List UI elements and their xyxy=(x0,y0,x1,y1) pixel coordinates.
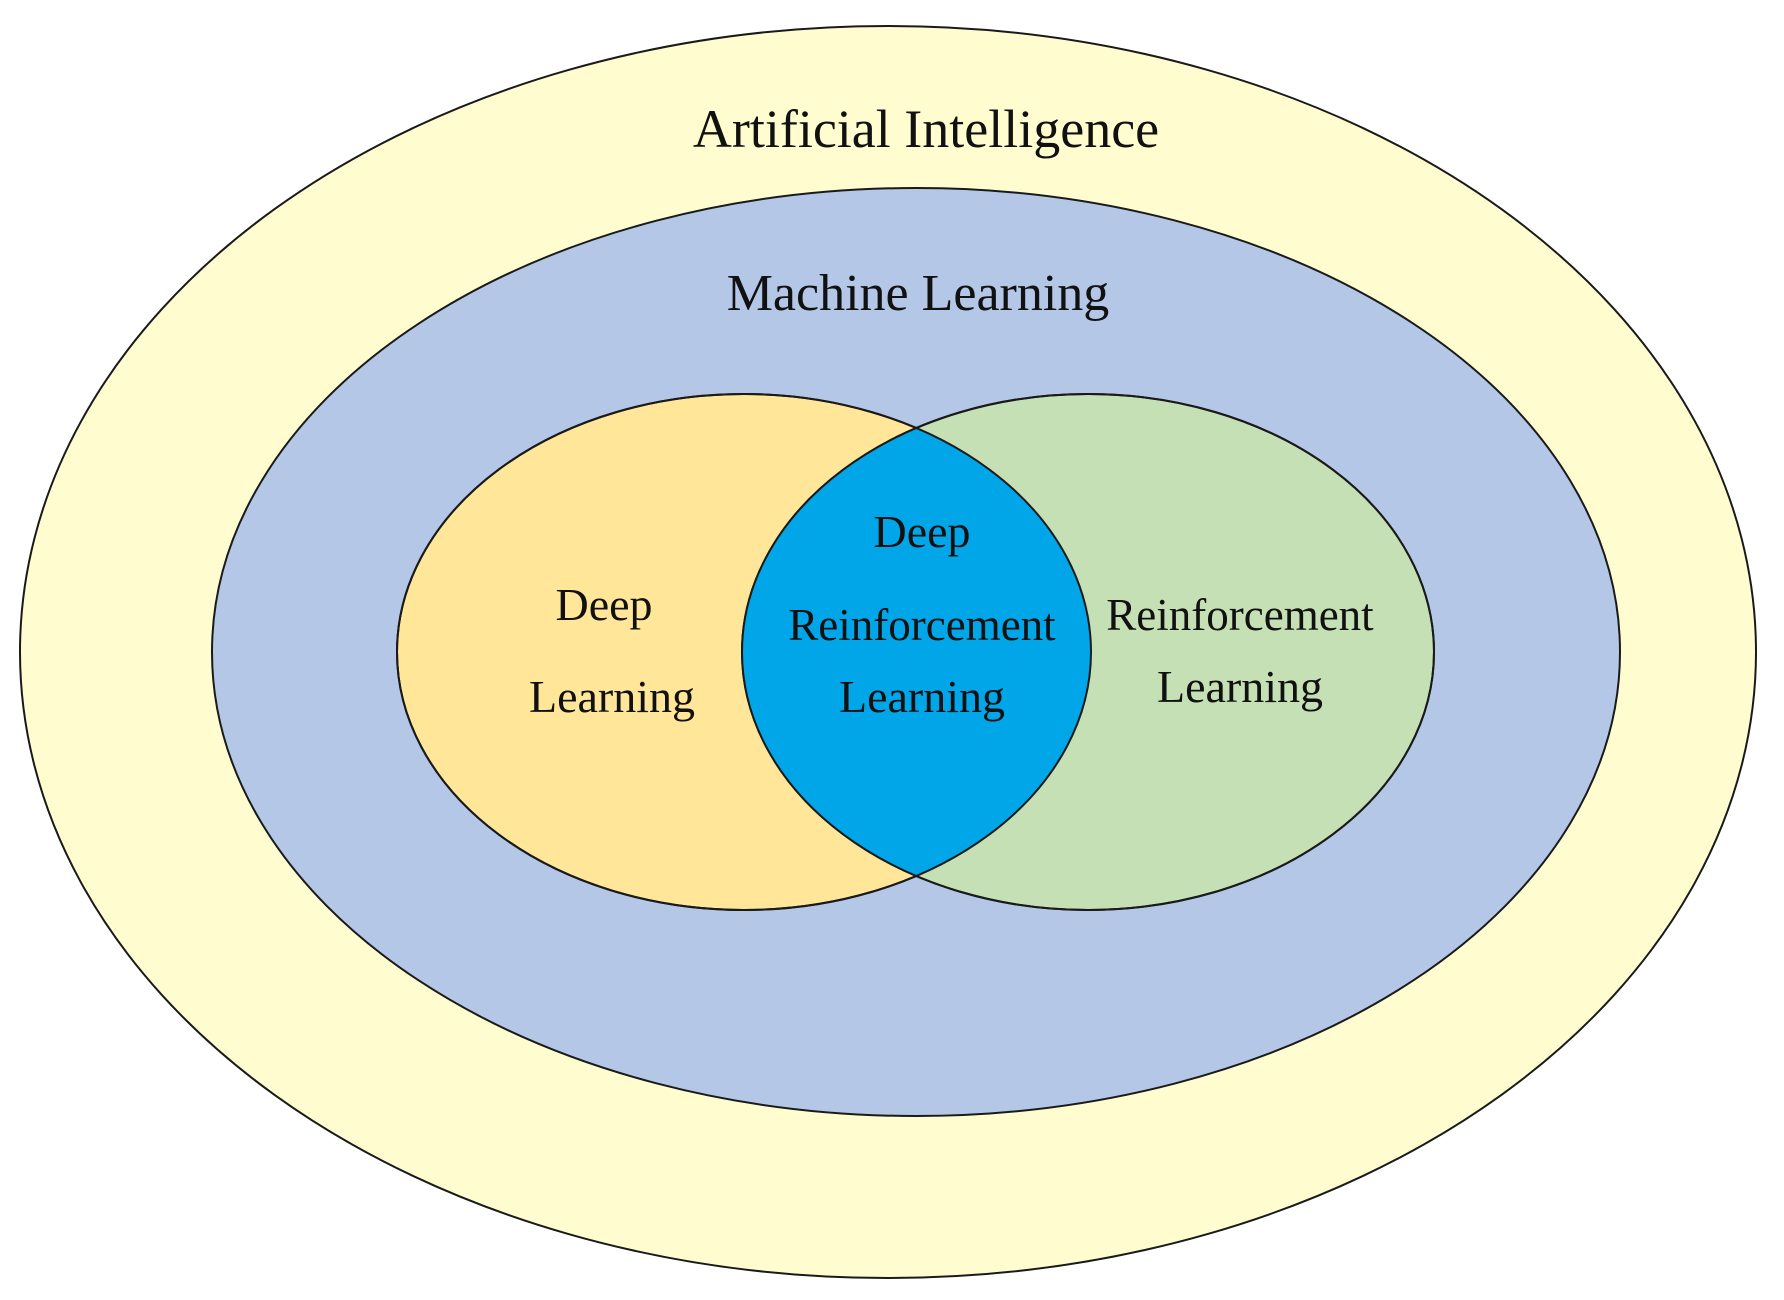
drl-label-line2: Reinforcement xyxy=(788,600,1056,650)
rl-label-line1: Reinforcement xyxy=(1106,590,1374,640)
drl-label-line3: Learning xyxy=(839,671,1005,722)
drl-intersection xyxy=(742,394,1091,910)
rl-outline xyxy=(741,393,1435,911)
dl-outline xyxy=(396,393,1092,911)
drl-label-line1: Deep xyxy=(873,506,970,557)
ai-label: Artificial Intelligence xyxy=(693,99,1159,159)
ml-label: Machine Learning xyxy=(727,265,1110,322)
dl-label-line2: Learning xyxy=(529,671,695,722)
dl-label-line1: Deep xyxy=(555,579,652,630)
rl-label-line2: Learning xyxy=(1157,661,1323,712)
